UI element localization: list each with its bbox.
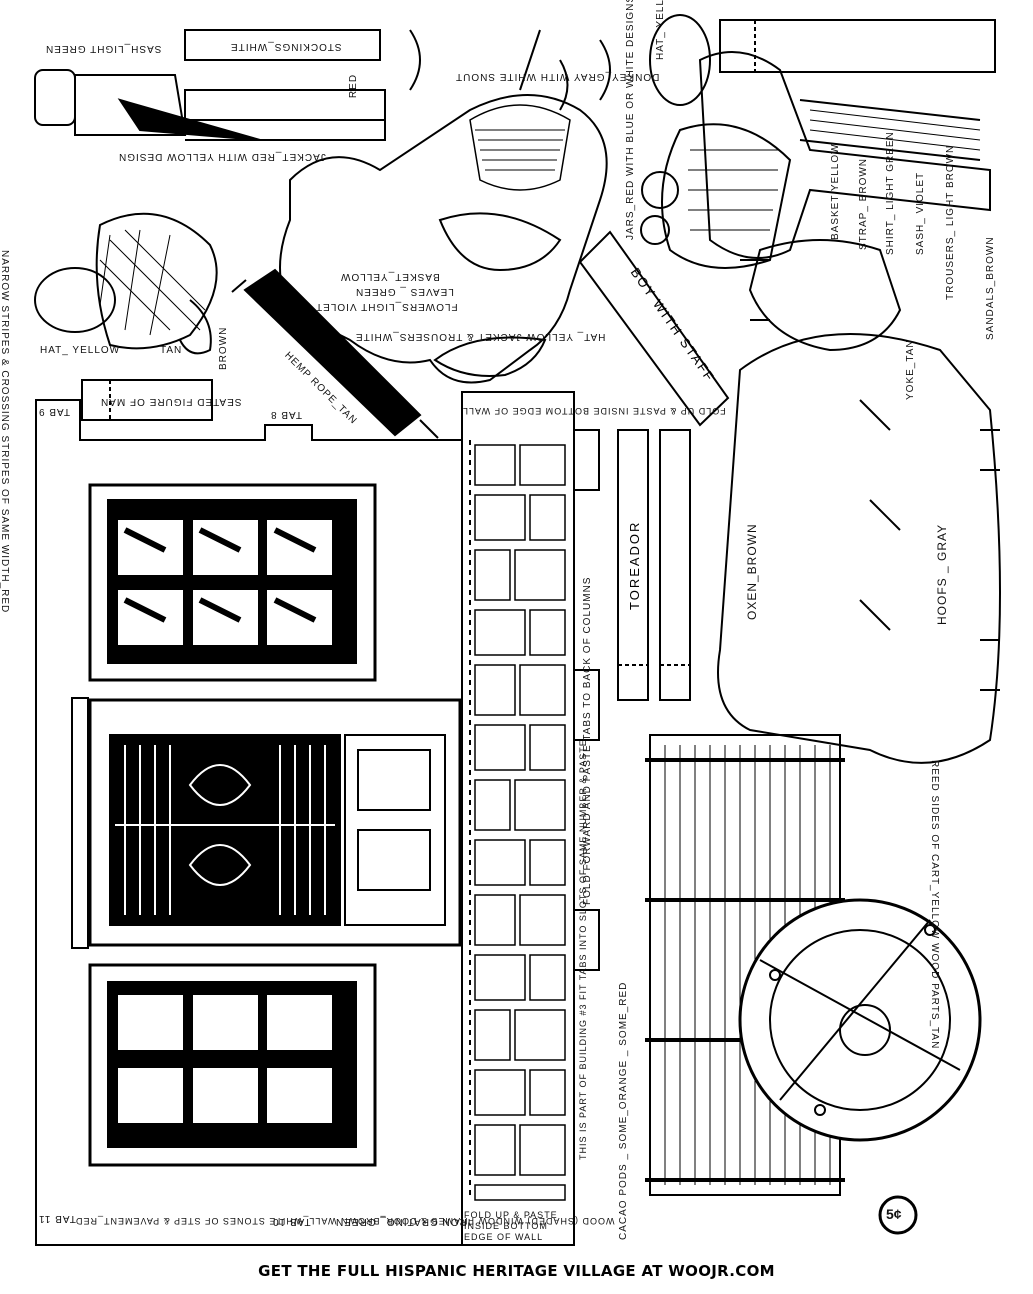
- label-jacket: JACKET_RED WITH YELLOW DESIGN: [118, 151, 326, 162]
- label-sash: SASH_LIGHT GREEN: [45, 43, 162, 54]
- label-leaves: LEAVES _ GREEN: [355, 286, 454, 297]
- label-tan: TAN: [160, 345, 183, 356]
- label-wood: WOOD (SHADED) WINDOW FRAMES & DOOR_BROWN…: [75, 1215, 615, 1226]
- label-toreador: TOREADOR: [627, 520, 642, 610]
- boy-with-jars-drawing: [640, 14, 991, 269]
- wall-outline: [35, 399, 463, 1246]
- label-strap: STRAP_ BROWN: [858, 157, 869, 250]
- label-fold-up-top: FOLD UP & PASTE INSIDE BOTTOM EDGE OF WA…: [462, 405, 726, 416]
- label-hat-yellow-right: HAT_ YELLOW: [655, 0, 666, 60]
- tab-8: TAB 8: [270, 409, 303, 420]
- label-narrow-stripes: NARROW STRIPES & CROSSING STRIPES OF SAM…: [0, 250, 10, 614]
- label-yoke: YOKE_TAN: [905, 339, 916, 400]
- standing-figure-drawing: [34, 29, 386, 141]
- price-circle: [878, 1195, 918, 1235]
- tab-9: TAB 9: [38, 406, 71, 417]
- label-stockings: STOCKINGS_WHITE: [230, 41, 342, 52]
- label-brown: BROWN: [218, 326, 229, 370]
- label-part-of-building: THIS IS PART OF BUILDING #3 FIT TABS INT…: [578, 739, 588, 1160]
- boy-staff-outline: [578, 230, 730, 427]
- cart-wheel: [738, 898, 982, 1142]
- label-shirt: SHIRT_ LIGHT GREEN: [885, 131, 896, 255]
- seated-figure-drawing: [34, 212, 218, 355]
- label-seated-figure: SEATED FIGURE OF MAN: [100, 396, 242, 407]
- top-right-box: [719, 19, 996, 73]
- label-flowers: FLOWERS_LIGHT VIOLET: [315, 301, 458, 312]
- label-trousers: TROUSERS_ LIGHT BROWN: [945, 144, 956, 300]
- top-window-frame: [88, 483, 377, 682]
- label-jars: JARS_RED WITH BLUE OR WHITE DESIGNS: [625, 0, 636, 240]
- label-sandals: SANDALS_BROWN: [985, 236, 996, 340]
- label-sash-violet: SASH_ VIOLET: [915, 171, 926, 255]
- door-frame: [88, 698, 462, 947]
- tab-10: TAB 10: [272, 1216, 311, 1227]
- donkey-drawing: [279, 29, 611, 384]
- label-hat-yellow-left: HAT_ YELLOW: [40, 345, 121, 356]
- label-basket-right: BASKET YELLOW: [830, 143, 841, 240]
- ox-drawing: [717, 239, 1001, 764]
- pavement-strip: [461, 391, 575, 1246]
- toreador-slot-2: [659, 429, 691, 701]
- toreador-slot-1: [617, 429, 649, 701]
- label-red: RED: [348, 73, 360, 99]
- label-hat-jacket-trousers: HAT_ YELLOW JACKET & TROUSERS_WHITE: [355, 331, 606, 342]
- price-label: 5¢: [886, 1206, 902, 1222]
- tab-11: TAB 11: [38, 1213, 76, 1224]
- label-reed-sides: REED SIDES OF CART_YELLOW WOOD PARTS_TAN: [929, 760, 940, 1050]
- cart-drawing: [645, 734, 982, 1196]
- footer-text: GET THE FULL HISPANIC HERITAGE VILLAGE A…: [258, 1262, 775, 1280]
- label-fold-up-bottom: FOLD UP & PASTE INSIDE BOTTOM EDGE OF WA…: [464, 1210, 558, 1242]
- bottom-window-frame: [88, 963, 377, 1167]
- label-hoofs: HOOFS _ GRAY: [935, 523, 949, 625]
- label-oxen: OXEN_BROWN: [745, 523, 759, 620]
- hemp-rope: [243, 268, 422, 437]
- label-basket-yellow: BASKET_YELLOW: [340, 271, 440, 282]
- label-cacao: CACAO PODS _ SOME_ORANGE _ SOME_RED: [618, 981, 629, 1240]
- seated-figure-box: [81, 379, 213, 421]
